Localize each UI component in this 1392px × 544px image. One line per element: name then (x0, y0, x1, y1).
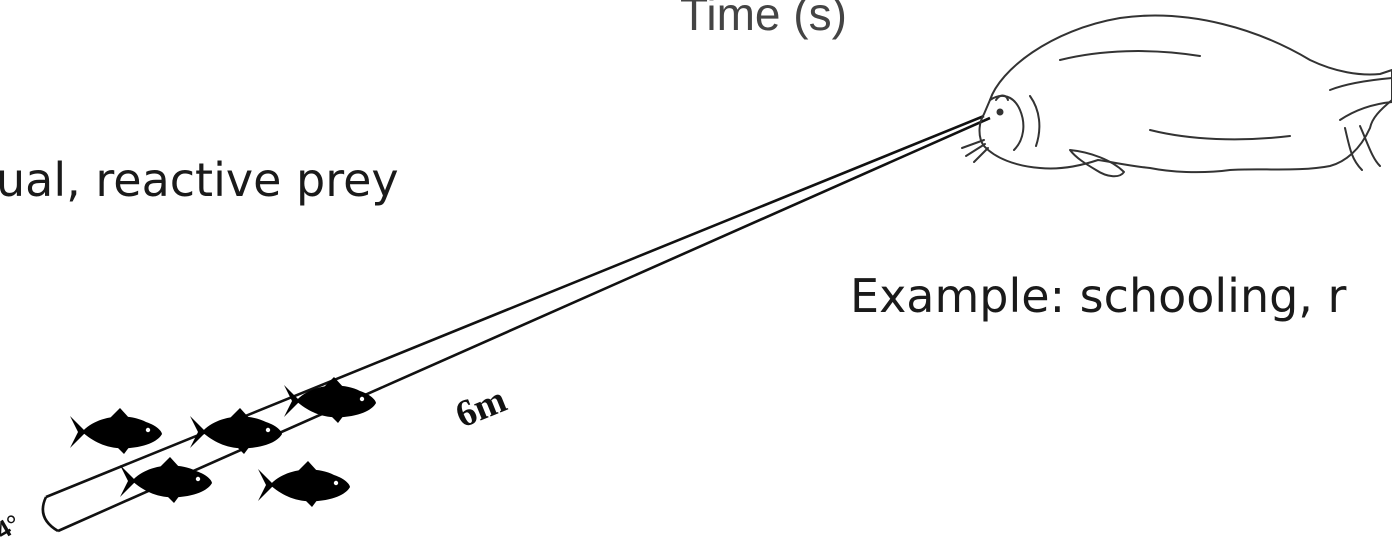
beam-length-label: 6m (450, 378, 513, 436)
fish-silhouette-icon (284, 377, 376, 423)
caption-left: ual, reactive prey (0, 153, 399, 207)
fish-silhouette-icon (190, 408, 282, 454)
fish-silhouette-icon (70, 408, 162, 454)
beam-end-cap (41, 496, 59, 533)
fish-silhouette-icon (258, 461, 350, 507)
axis-label-fragment: Time (s) (680, 0, 847, 40)
beam-angle-label: 4° (0, 508, 25, 544)
caption-right: Example: schooling, r (850, 269, 1347, 323)
beam-lower-edge (57, 116, 991, 533)
seal-illustration-icon (961, 14, 1392, 178)
prey-school (70, 377, 376, 507)
